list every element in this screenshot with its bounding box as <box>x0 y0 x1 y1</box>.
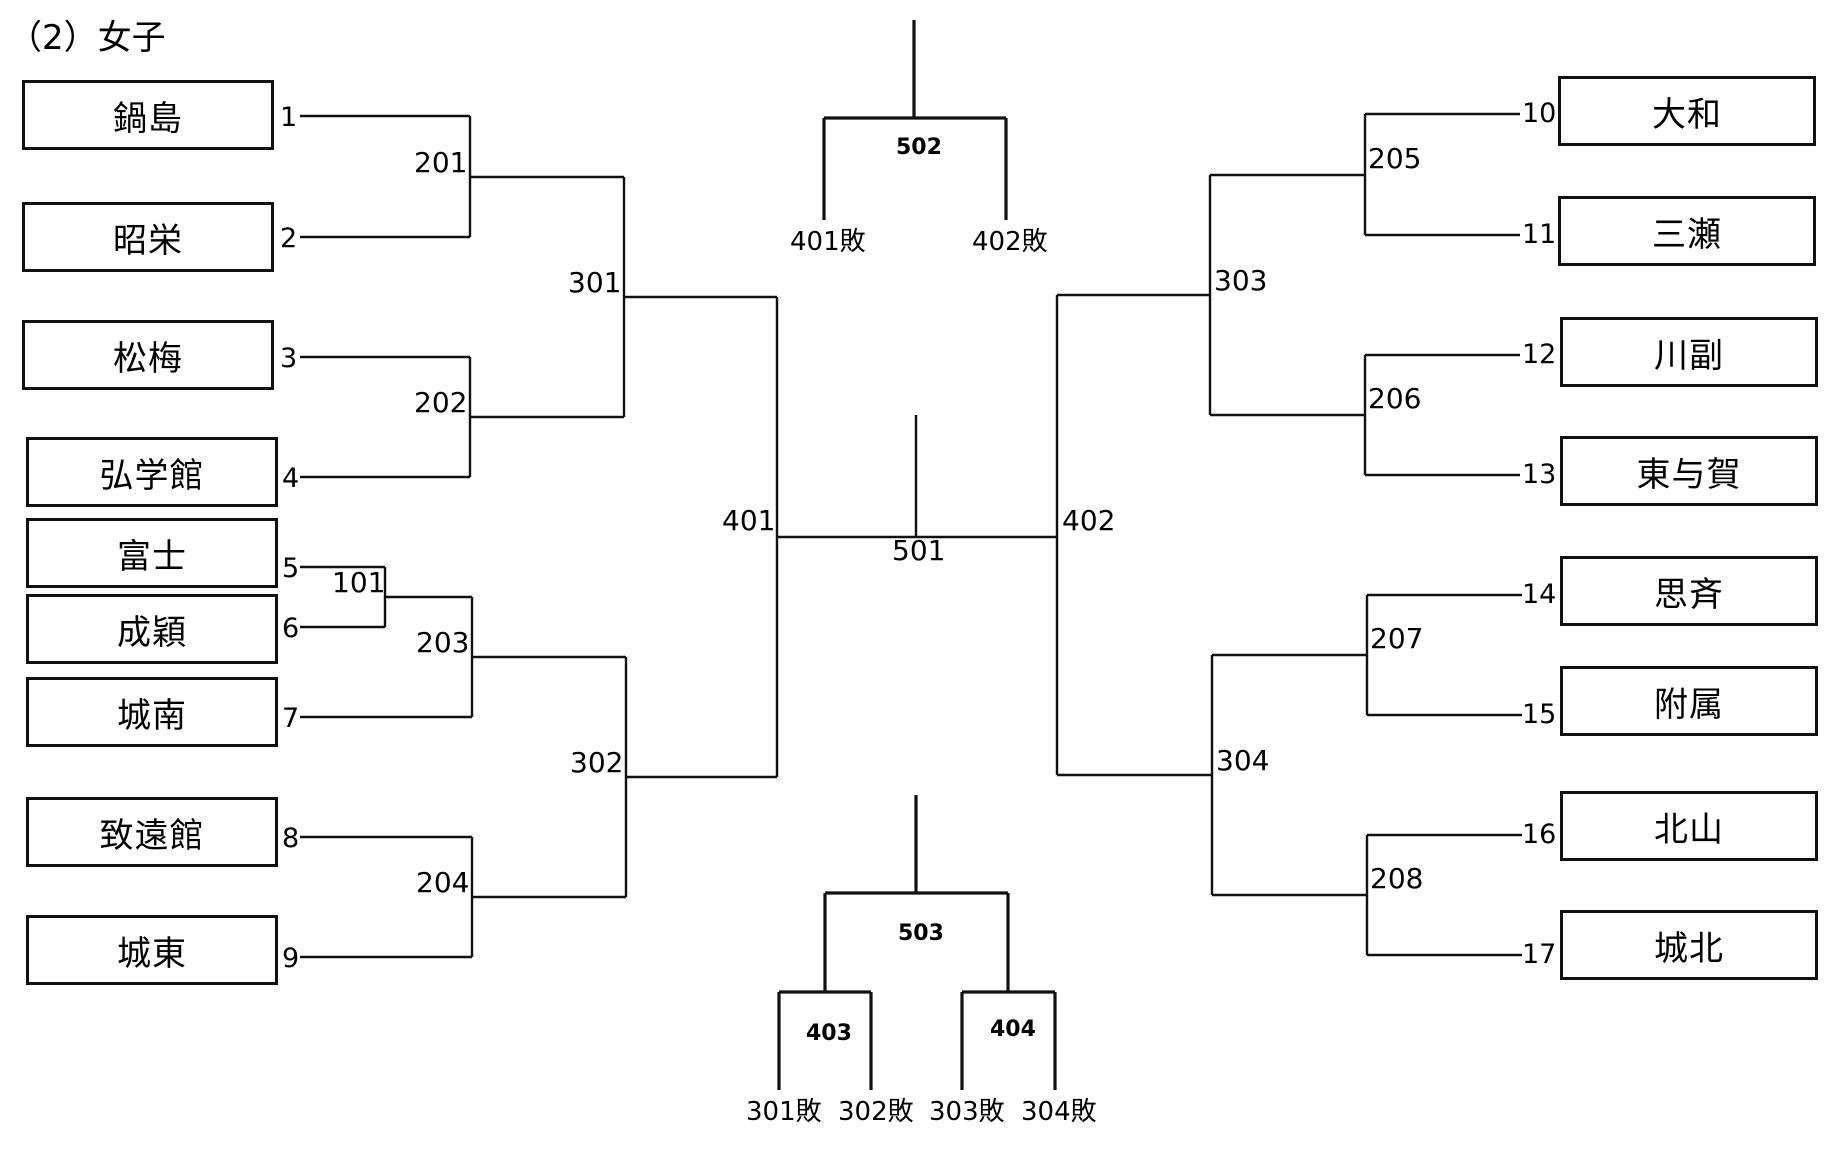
team-box: 思斉 <box>1560 556 1818 626</box>
match-number: 502 <box>896 135 942 160</box>
team-box: 三瀬 <box>1558 196 1816 266</box>
match-number: 303 <box>1214 264 1267 297</box>
match-number: 205 <box>1368 142 1421 175</box>
team-box: 松梅 <box>22 320 274 390</box>
team-box: 富士 <box>26 518 278 588</box>
team-box: 昭栄 <box>22 202 274 272</box>
team-box: 弘学館 <box>26 437 278 507</box>
team-box: 成穎 <box>26 594 278 664</box>
loser-label: 402敗 <box>972 227 1048 257</box>
loser-label: 401敗 <box>790 227 866 257</box>
match-number: 206 <box>1368 382 1421 415</box>
seed-number: 13 <box>1522 459 1556 490</box>
seed-number: 8 <box>282 823 299 854</box>
match-number: 301 <box>568 266 621 299</box>
match-number: 401 <box>722 504 775 537</box>
match-number: 402 <box>1062 504 1115 537</box>
team-box: 城南 <box>26 677 278 747</box>
match-number: 404 <box>990 1017 1036 1042</box>
seed-number: 3 <box>280 343 297 374</box>
team-box: 北山 <box>1560 791 1818 861</box>
loser-label: 303敗 <box>929 1097 1005 1127</box>
match-number: 501 <box>892 534 945 567</box>
seed-number: 4 <box>282 463 299 494</box>
page-title: （2）女子 <box>8 18 166 58</box>
seed-number: 14 <box>1522 579 1556 610</box>
seed-number: 11 <box>1522 219 1556 250</box>
team-box: 東与賀 <box>1560 436 1818 506</box>
match-number: 503 <box>898 921 944 946</box>
match-number: 302 <box>570 746 623 779</box>
match-number: 201 <box>414 146 467 179</box>
seed-number: 12 <box>1522 339 1556 370</box>
seed-number: 2 <box>280 223 297 254</box>
seed-number: 17 <box>1522 939 1556 970</box>
seed-number: 6 <box>282 613 299 644</box>
team-box: 城東 <box>26 915 278 985</box>
seed-number: 7 <box>282 703 299 734</box>
loser-label: 304敗 <box>1021 1097 1097 1127</box>
seed-number: 10 <box>1522 98 1556 129</box>
team-box: 城北 <box>1560 910 1818 980</box>
seed-number: 9 <box>282 943 299 974</box>
seed-number: 5 <box>282 553 299 584</box>
team-box: 致遠館 <box>26 797 278 867</box>
loser-label: 301敗 <box>746 1097 822 1127</box>
match-number: 202 <box>414 386 467 419</box>
match-number: 304 <box>1216 744 1269 777</box>
team-box: 鍋島 <box>22 80 274 150</box>
seed-number: 15 <box>1522 699 1556 730</box>
match-number: 203 <box>416 626 469 659</box>
team-box: 附属 <box>1560 666 1818 736</box>
match-number: 207 <box>1370 622 1423 655</box>
team-box: 大和 <box>1558 76 1816 146</box>
loser-label: 302敗 <box>838 1097 914 1127</box>
match-number: 403 <box>806 1021 852 1046</box>
seed-number: 1 <box>280 102 297 133</box>
match-number: 204 <box>416 866 469 899</box>
match-number: 208 <box>1370 862 1423 895</box>
team-box: 川副 <box>1560 317 1818 387</box>
seed-number: 16 <box>1522 819 1556 850</box>
match-number: 101 <box>332 566 385 599</box>
